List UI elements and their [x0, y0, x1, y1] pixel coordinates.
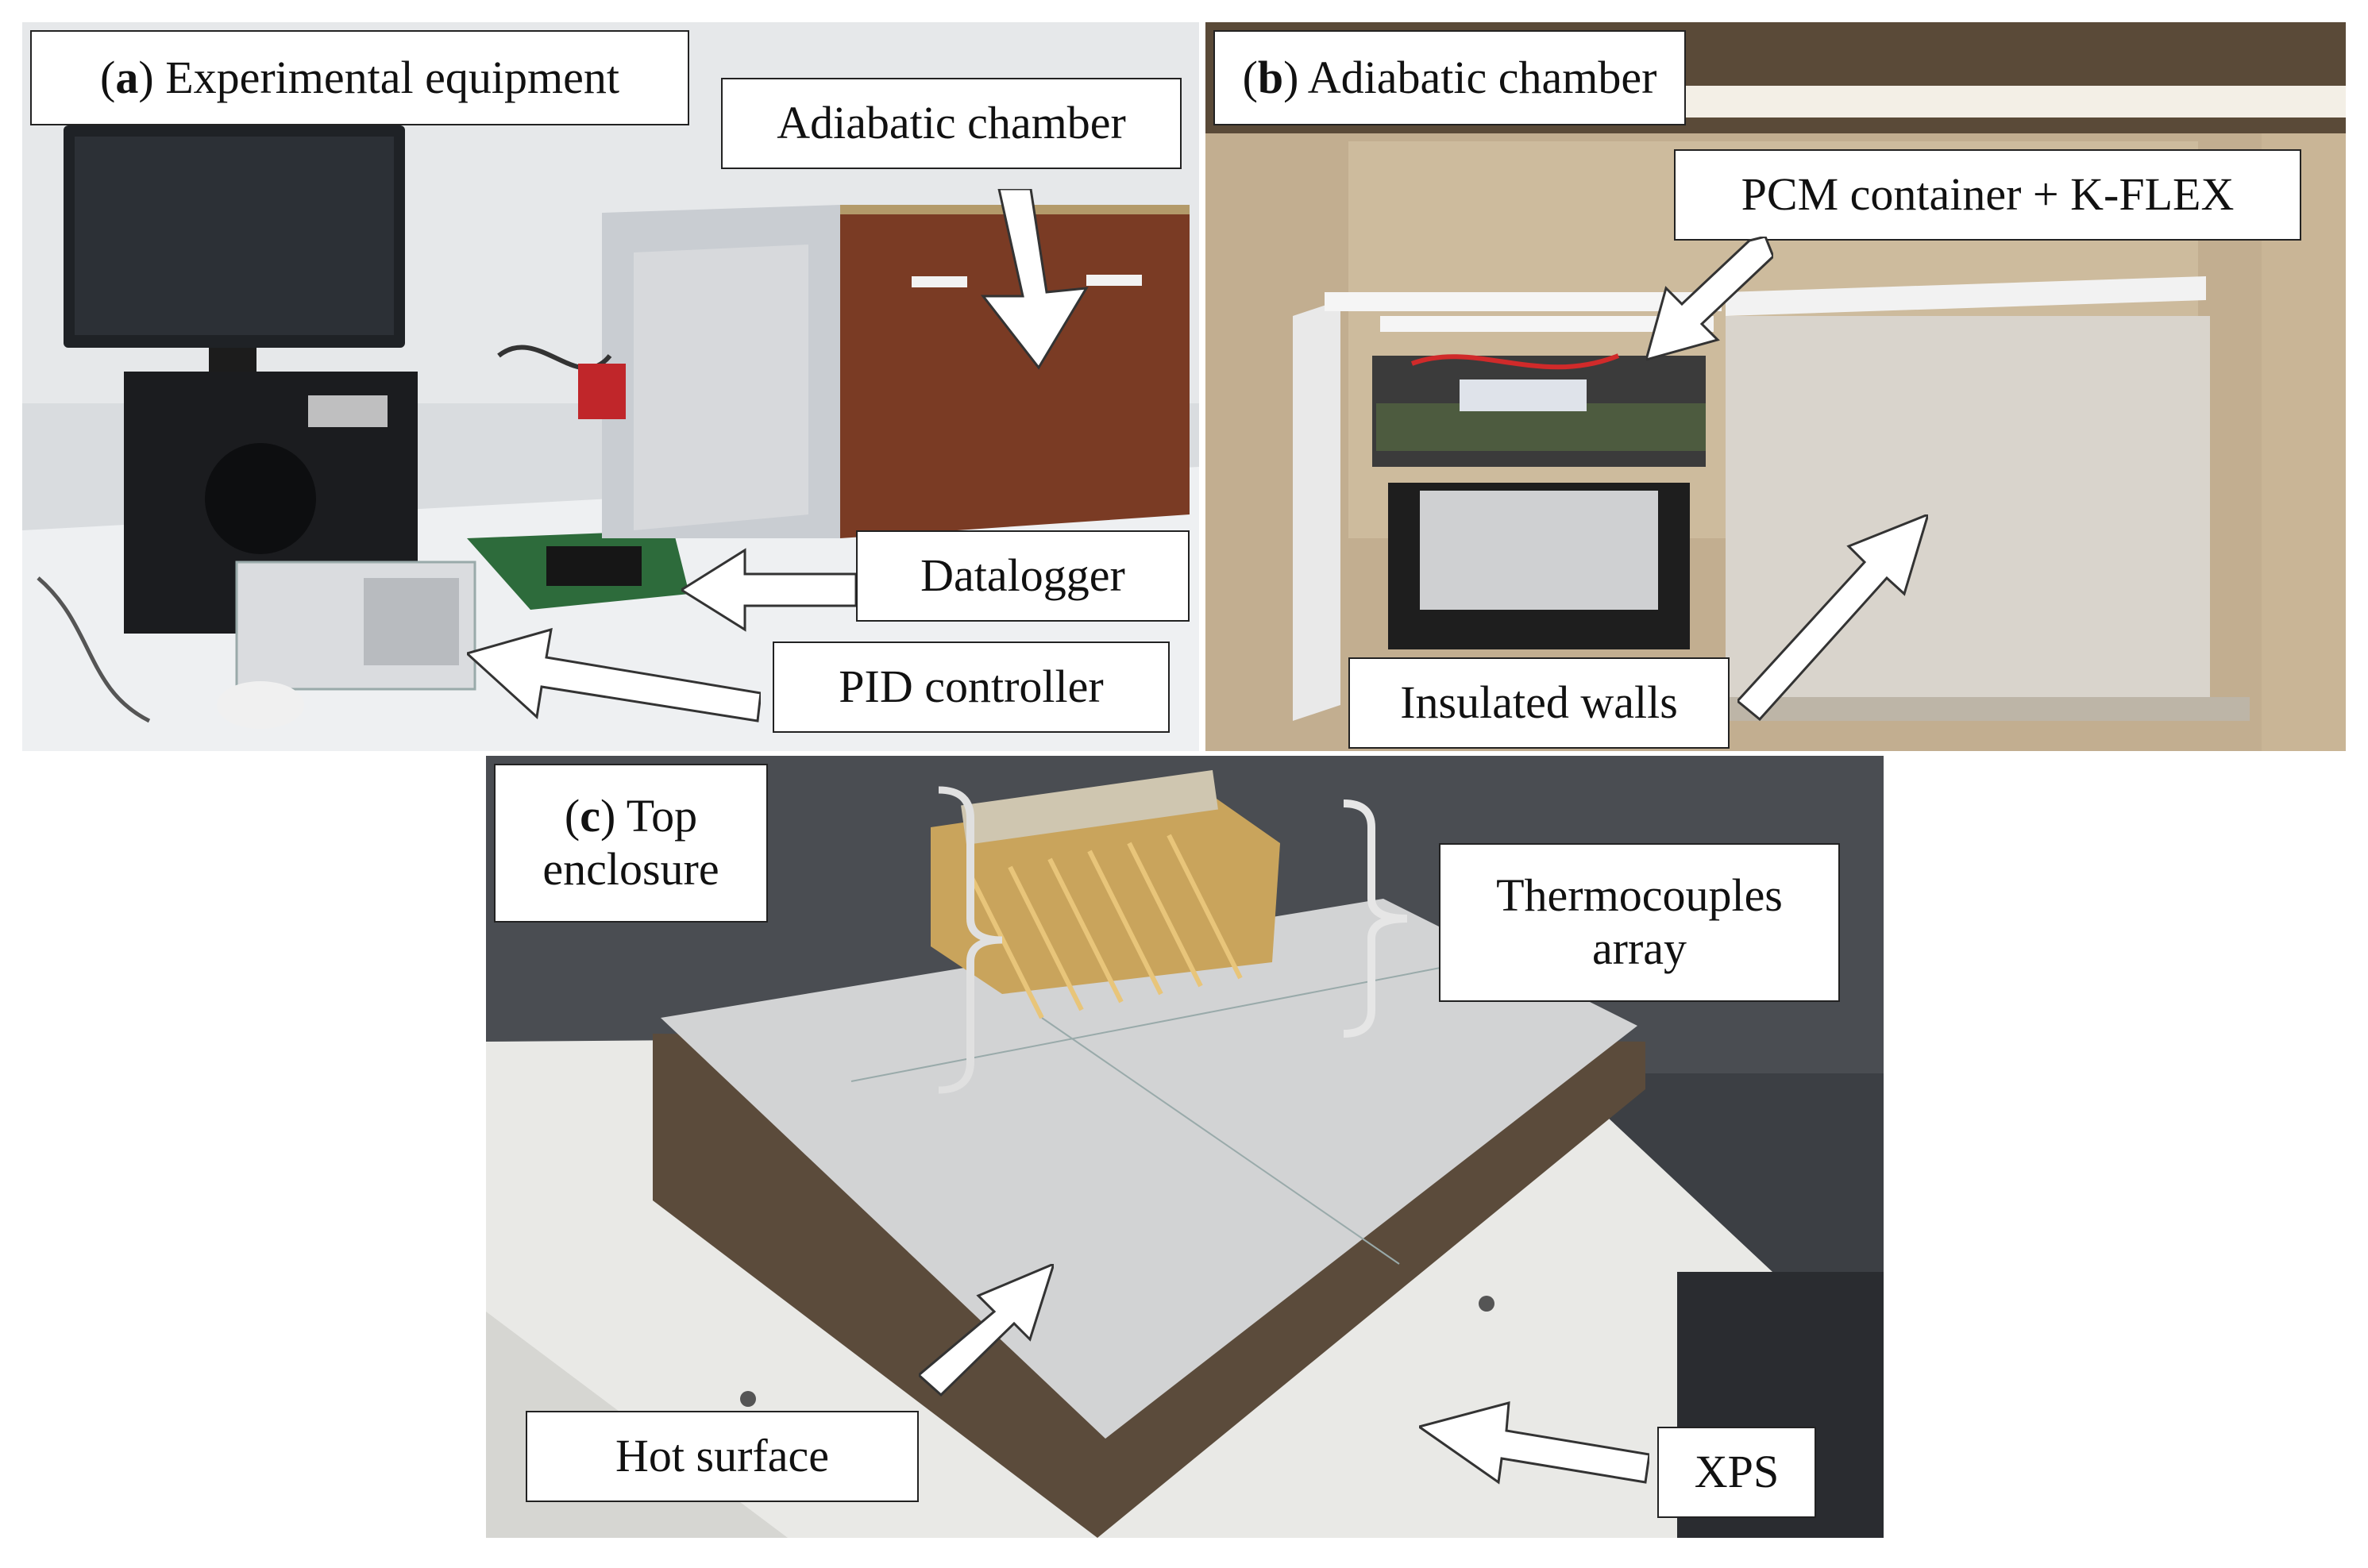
callout-pcm-container: PCM container + K-FLEX	[1674, 149, 2301, 241]
panel-c-title: (c) Top enclosure	[494, 764, 768, 923]
callout-xps: XPS	[1657, 1427, 1816, 1518]
callout-insulated-walls-text: Insulated walls	[1400, 676, 1678, 729]
callout-xps-text: XPS	[1694, 1446, 1780, 1498]
arrow-to-hot-surface	[919, 1264, 1054, 1397]
arrow-to-pid-controller	[467, 627, 761, 722]
thermocouples-bracket	[1343, 799, 1408, 1038]
panel-c-title-line2: enclosure	[542, 843, 719, 895]
callout-hot-surface: Hot surface	[526, 1411, 919, 1502]
panel-b-scene	[1205, 22, 2346, 751]
callout-datalogger-text: Datalogger	[920, 549, 1125, 602]
callout-adiabatic-chamber: Adiabatic chamber	[721, 78, 1182, 169]
panel-c-photo: (c) Top enclosure Thermocouples array Ho…	[486, 756, 1884, 1538]
panel-b-photo: (b) Adiabatic chamber PCM container + K-…	[1205, 22, 2346, 751]
panel-a-photo: (a) Experimental equipment Adiabatic cha…	[22, 22, 1199, 751]
arrow-to-xps	[1419, 1401, 1649, 1485]
arrow-to-datalogger	[681, 548, 856, 632]
arrow-to-insulated-walls	[1737, 514, 1928, 721]
panel-a-letter: a	[115, 51, 139, 103]
panel-a-title-text: Experimental equipment	[165, 51, 619, 103]
callout-insulated-walls: Insulated walls	[1348, 657, 1730, 749]
panel-b-title-text: Adiabatic chamber	[1307, 51, 1657, 103]
callout-thermocouples-array: Thermocouples array	[1439, 843, 1840, 1002]
arrow-to-pcm-container	[1646, 237, 1773, 361]
callout-hot-surface-text: Hot surface	[615, 1430, 829, 1482]
callout-thermocouples-line1: Thermocouples	[1496, 869, 1783, 922]
callout-adiabatic-chamber-text: Adiabatic chamber	[777, 97, 1126, 149]
panel-b-letter: b	[1257, 51, 1284, 103]
panel-a-title: (a) Experimental equipment	[30, 30, 689, 125]
callout-pid-controller-text: PID controller	[839, 661, 1104, 713]
callout-pid-controller: PID controller	[773, 641, 1170, 733]
panel-c-title-line1: Top	[626, 790, 698, 842]
callout-pcm-container-text: PCM container + K-FLEX	[1741, 168, 2235, 221]
callout-thermocouples-line2: array	[1591, 923, 1687, 974]
arrow-to-chamber	[980, 189, 1089, 370]
callout-datalogger: Datalogger	[856, 530, 1190, 622]
panel-b-title: (b) Adiabatic chamber	[1213, 30, 1686, 125]
panel-c-letter: c	[580, 790, 600, 842]
